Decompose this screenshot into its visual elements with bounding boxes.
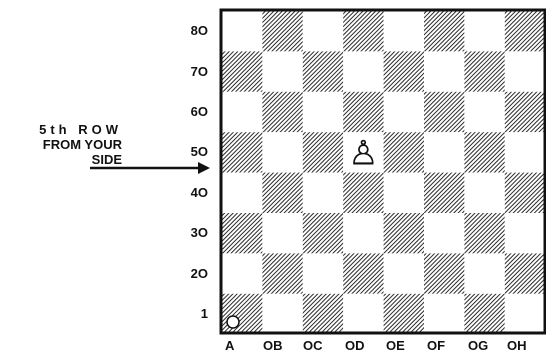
dark-square xyxy=(504,11,546,52)
light-square xyxy=(464,172,505,213)
light-square xyxy=(504,293,546,335)
file-label: OH xyxy=(507,338,527,353)
light-square xyxy=(424,132,465,173)
rank-label: 8O xyxy=(190,23,208,39)
dark-square xyxy=(222,51,263,92)
dark-square xyxy=(222,213,263,254)
light-square xyxy=(383,91,424,133)
dark-square xyxy=(262,253,303,294)
dark-square xyxy=(504,91,546,133)
light-square xyxy=(343,51,384,92)
light-square xyxy=(343,132,384,173)
file-label: OE xyxy=(386,338,405,353)
dark-square xyxy=(343,253,384,294)
rank-label: 6O xyxy=(190,104,208,119)
light-square xyxy=(343,293,384,335)
dark-square xyxy=(343,91,384,133)
light-square xyxy=(222,172,263,213)
light-square xyxy=(302,253,344,294)
arrow xyxy=(90,162,210,174)
light-square xyxy=(464,91,505,133)
dark-square xyxy=(424,253,465,294)
light-square xyxy=(302,91,344,133)
dark-square xyxy=(424,172,465,213)
board-squares xyxy=(222,11,546,335)
rank-label: 1 xyxy=(200,306,208,321)
dark-square xyxy=(383,51,424,92)
light-square xyxy=(262,293,303,335)
light-square xyxy=(222,91,263,133)
light-square xyxy=(343,213,384,254)
light-square xyxy=(222,11,263,52)
file-label: A xyxy=(225,338,235,353)
dark-square xyxy=(302,51,344,92)
rank-label: 5O xyxy=(190,144,208,160)
file-label: OB xyxy=(263,338,283,353)
light-square xyxy=(424,213,465,254)
file-label: OG xyxy=(468,338,489,353)
file-label: OD xyxy=(345,338,365,353)
light-square xyxy=(302,11,344,52)
dark-square xyxy=(222,293,263,335)
light-square xyxy=(262,51,303,92)
light-square xyxy=(464,11,505,52)
dark-square xyxy=(262,172,303,213)
light-square xyxy=(383,253,424,294)
dark-square xyxy=(383,132,424,173)
light-square xyxy=(383,172,424,213)
file-label: OC xyxy=(303,338,323,353)
dark-square xyxy=(302,213,344,254)
dark-square xyxy=(424,11,465,52)
file-label: OF xyxy=(427,338,446,353)
callout-label: 5th ROW FROM YOUR SIDE xyxy=(4,122,122,167)
dark-square xyxy=(464,293,505,335)
corner-marker xyxy=(226,315,240,329)
dark-square xyxy=(262,91,303,133)
board-border xyxy=(219,8,546,335)
dark-square xyxy=(464,213,505,254)
light-square xyxy=(262,213,303,254)
rank-label: 3O xyxy=(190,225,208,241)
dark-square xyxy=(302,293,344,335)
dark-square xyxy=(262,11,303,52)
light-square xyxy=(262,132,303,173)
dark-square xyxy=(222,132,263,173)
dark-square xyxy=(383,213,424,254)
light-square xyxy=(383,11,424,52)
white-pawn-icon: ♙ xyxy=(348,133,378,173)
light-square xyxy=(424,293,465,335)
light-square xyxy=(302,172,344,213)
light-square xyxy=(424,51,465,92)
dark-square xyxy=(383,293,424,335)
dark-square xyxy=(343,172,384,213)
light-square xyxy=(222,253,263,294)
callout-line-2: FROM YOUR xyxy=(42,137,122,152)
dark-square xyxy=(424,91,465,133)
dark-square xyxy=(302,132,344,173)
rank-label: 7O xyxy=(190,63,208,79)
dark-square xyxy=(504,172,546,213)
light-square xyxy=(504,51,546,92)
callout-line-1: 5th ROW xyxy=(39,122,122,137)
dark-square xyxy=(343,11,384,52)
light-square xyxy=(504,213,546,254)
light-square xyxy=(464,253,505,294)
rank-label: 2O xyxy=(190,265,208,281)
dark-square xyxy=(504,253,546,294)
dark-square xyxy=(464,51,505,92)
callout-line-3: SIDE xyxy=(91,152,122,167)
light-square xyxy=(504,132,546,173)
rank-label: 4O xyxy=(190,184,208,200)
arrowhead xyxy=(198,162,210,174)
dark-square xyxy=(464,132,505,173)
